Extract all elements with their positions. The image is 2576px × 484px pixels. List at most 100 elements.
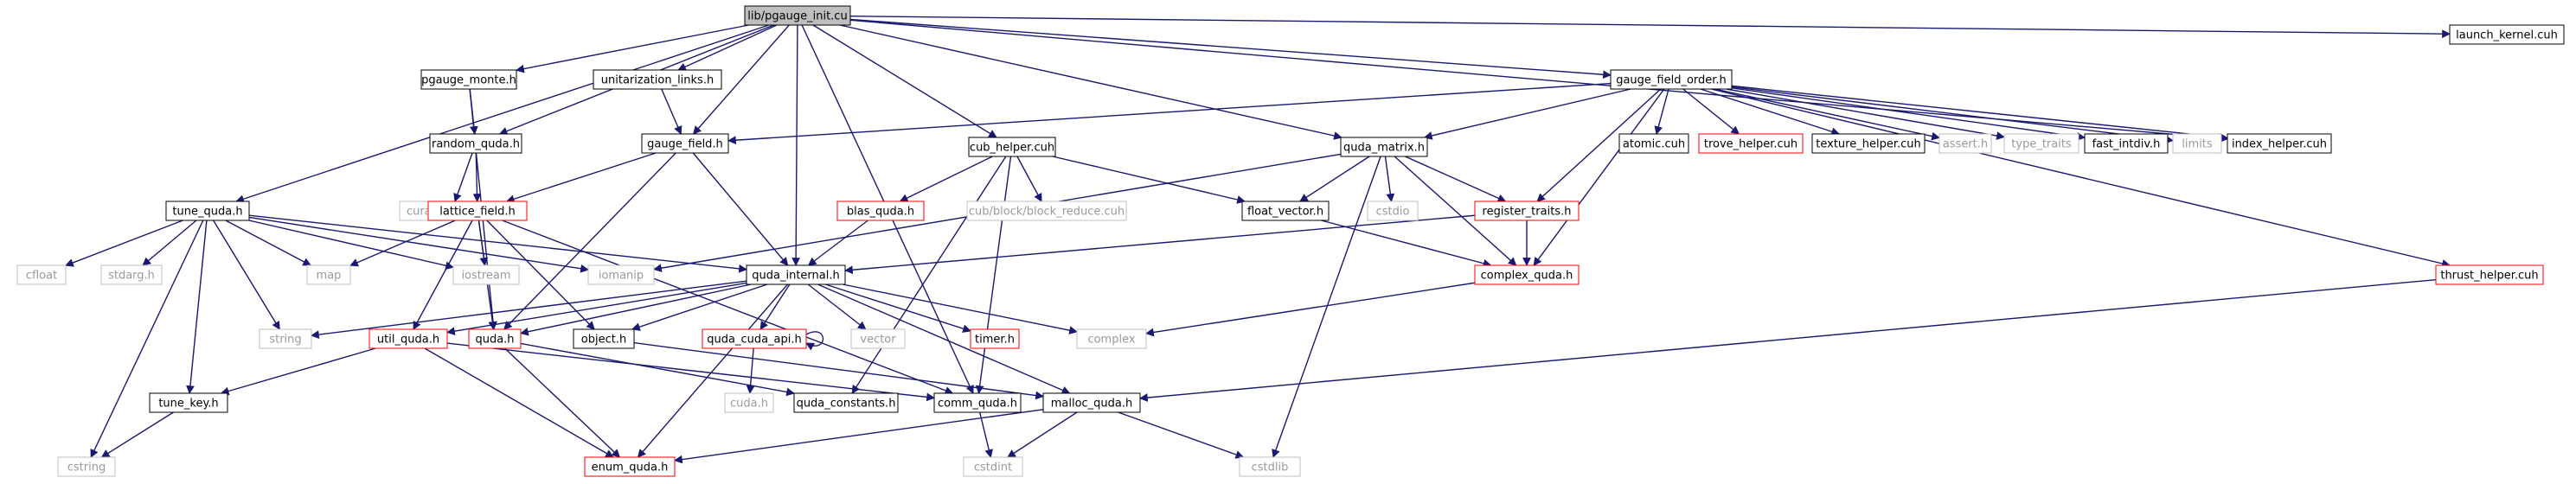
node-box-cstdio xyxy=(1367,201,1419,221)
node-register_traits[interactable]: register_traits.h xyxy=(1474,201,1580,221)
node-object[interactable]: object.h xyxy=(573,328,635,349)
node-box-atomic xyxy=(1618,133,1689,154)
edge-gauge_field-to-lattice_field xyxy=(505,152,657,203)
node-random_quda[interactable]: random_quda.h xyxy=(429,133,522,154)
nodes-layer: lib/pgauge_init.cu pgauge_monte.h unitariz… xyxy=(16,5,2565,477)
edge-gauge_field_order-to-texture_helper xyxy=(1700,88,1841,136)
node-box-texture_helper xyxy=(1811,133,1926,154)
node-label-cub_helper: cub_helper.cuh xyxy=(970,142,1054,155)
node-lattice_field[interactable]: lattice_field.h xyxy=(427,201,528,221)
node-enum_quda[interactable]: enum_quda.h xyxy=(584,456,676,477)
node-launch_kernel[interactable]: launch_kernel.cuh xyxy=(2449,24,2565,45)
node-cuda_h[interactable]: cuda.h xyxy=(724,392,774,413)
node-label-gauge_field: gauge_field.h xyxy=(647,138,723,151)
node-cstdint[interactable]: cstdint xyxy=(963,456,1023,477)
edge-root-to-index_helper xyxy=(849,19,2228,143)
node-float_vector[interactable]: float_vector.h xyxy=(1241,201,1330,221)
node-label-iomanip: iomanip xyxy=(599,270,644,283)
node-label-quda_internal: quda_internal.h xyxy=(752,270,839,283)
node-label-complex_quda: complex_quda.h xyxy=(1481,270,1573,283)
node-box-type_traits xyxy=(2003,133,2079,154)
edge-register_traits-to-quda_internal xyxy=(844,214,1476,275)
node-unitarization[interactable]: unitarization_links.h xyxy=(593,69,722,90)
node-cfloat[interactable]: cfloat xyxy=(16,264,67,285)
node-box-tune_key xyxy=(149,392,228,413)
node-box-timer xyxy=(970,328,1020,349)
node-gauge_field[interactable]: gauge_field.h xyxy=(641,133,729,154)
node-cstring[interactable]: cstring xyxy=(57,456,116,477)
node-thrust_helper[interactable]: thrust_helper.cuh xyxy=(2435,264,2544,285)
node-label-type_traits: type_traits xyxy=(2011,138,2072,151)
node-quda_cuda_api[interactable]: quda_cuda_api.h xyxy=(702,328,807,349)
edge-quda_h-to-quda_constants xyxy=(520,342,795,397)
node-cstdio[interactable]: cstdio xyxy=(1367,201,1419,221)
edge-quda_cuda_api-to-cuda_h xyxy=(746,347,755,394)
node-tune_key[interactable]: tune_key.h xyxy=(149,392,228,413)
node-box-quda_internal xyxy=(746,264,846,285)
node-string[interactable]: string xyxy=(259,328,312,349)
node-assert[interactable]: assert.h xyxy=(1938,133,1992,154)
node-quda_matrix[interactable]: quda_matrix.h xyxy=(1340,137,1428,157)
node-box-quda_constants xyxy=(793,392,899,413)
node-gauge_field_order[interactable]: gauge_field_order.h xyxy=(1610,69,1733,90)
edge-gauge_field-to-quda_internal xyxy=(692,152,789,266)
edge-quda_matrix-to-cstdlib xyxy=(1272,156,1381,458)
node-cub_helper[interactable]: cub_helper.cuh xyxy=(968,137,1056,157)
node-quda_internal[interactable]: quda_internal.h xyxy=(746,264,846,285)
node-quda_constants[interactable]: quda_constants.h xyxy=(793,392,899,413)
node-tune_quda[interactable]: tune_quda.h xyxy=(165,201,250,221)
node-type_traits[interactable]: type_traits xyxy=(2003,133,2079,154)
node-fast_intdiv[interactable]: fast_intdiv.h xyxy=(2084,133,2169,154)
node-label-timer: timer.h xyxy=(975,334,1015,347)
node-label-complex: complex xyxy=(1087,334,1135,347)
edge-quda_matrix-to-float_vector xyxy=(1299,156,1370,202)
node-malloc_quda[interactable]: malloc_quda.h xyxy=(1042,392,1141,413)
edge-quda_matrix-to-complex_quda xyxy=(1394,156,1517,266)
node-stdarg[interactable]: stdarg.h xyxy=(100,264,163,285)
node-label-register_traits: register_traits.h xyxy=(1483,206,1572,219)
edge-util_quda-to-comm_quda xyxy=(446,342,935,402)
edge-float_vector-to-complex_quda xyxy=(1321,220,1492,268)
node-label-vector: vector xyxy=(860,334,896,347)
node-box-random_quda xyxy=(429,133,522,154)
node-complex_quda[interactable]: complex_quda.h xyxy=(1474,264,1580,285)
node-iomanip[interactable]: iomanip xyxy=(587,264,655,285)
node-quda_h[interactable]: quda.h xyxy=(468,328,522,349)
edge-gauge_field_order-to-atomic xyxy=(1654,88,1669,135)
edge-tune_quda-to-cstring xyxy=(90,220,204,458)
edge-util_quda-to-enum_quda xyxy=(424,347,614,458)
edge-quda_internal-to-malloc_quda xyxy=(817,283,1071,394)
node-label-stdarg: stdarg.h xyxy=(108,270,155,283)
node-box-cstdlib xyxy=(1239,456,1301,477)
node-complex[interactable]: complex xyxy=(1076,328,1147,349)
edge-tune_quda-to-iomanip xyxy=(248,216,589,273)
node-box-vector xyxy=(850,328,906,349)
node-label-launch_kernel: launch_kernel.cuh xyxy=(2456,29,2558,42)
node-block_reduce[interactable]: cub/block/block_reduce.cuh xyxy=(966,201,1127,221)
edge-cub_helper-to-comm_quda xyxy=(975,156,1012,394)
node-vector[interactable]: vector xyxy=(850,328,906,349)
node-map[interactable]: map xyxy=(306,264,351,285)
node-timer[interactable]: timer.h xyxy=(970,328,1020,349)
node-atomic[interactable]: atomic.cuh xyxy=(1618,133,1689,154)
node-root[interactable]: lib/pgauge_init.cu xyxy=(744,5,851,26)
node-limits[interactable]: limits xyxy=(2172,133,2222,154)
node-blas_quda[interactable]: blas_quda.h xyxy=(836,201,925,221)
node-comm_quda[interactable]: comm_quda.h xyxy=(933,392,1022,413)
node-box-thrust_helper xyxy=(2435,264,2544,285)
node-box-stdarg xyxy=(100,264,163,285)
node-trove_helper[interactable]: trove_helper.cuh xyxy=(1698,133,1804,154)
node-texture_helper[interactable]: texture_helper.cuh xyxy=(1811,133,1926,154)
node-label-assert: assert.h xyxy=(1943,138,1988,151)
node-iostream[interactable]: iostream xyxy=(452,264,520,285)
edge-object-to-malloc_quda xyxy=(633,341,1044,400)
node-box-gauge_field xyxy=(641,133,729,154)
node-pgauge_monte[interactable]: pgauge_monte.h xyxy=(420,69,517,90)
node-label-cfloat: cfloat xyxy=(26,270,57,283)
node-index_helper[interactable]: index_helper.cuh xyxy=(2227,133,2332,154)
edge-quda_internal-to-quda_h xyxy=(520,283,752,336)
node-label-random_quda: random_quda.h xyxy=(432,138,520,151)
node-util_quda[interactable]: util_quda.h xyxy=(368,328,448,349)
node-cstdlib[interactable]: cstdlib xyxy=(1239,456,1301,477)
